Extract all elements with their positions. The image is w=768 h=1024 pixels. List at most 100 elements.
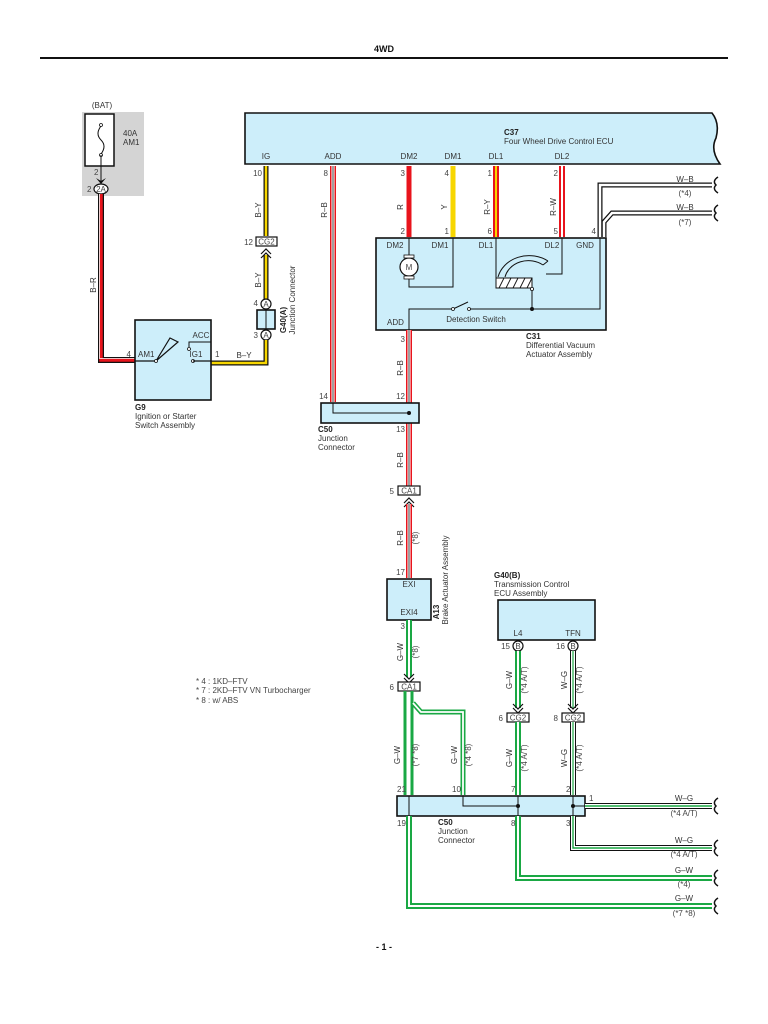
wire-label-out2: W–G	[675, 836, 693, 845]
svg-text:7: 7	[511, 785, 516, 794]
a13-terminal-exi: EXI	[403, 580, 416, 589]
svg-text:Actuator Assembly: Actuator Assembly	[526, 350, 592, 359]
svg-text:B: B	[570, 642, 575, 651]
fuse-pin: 2	[94, 168, 99, 177]
g40b-name: Transmission Control	[494, 580, 570, 589]
footnotes: * 4 : 1KD–FTV * 7 : 2KD–FTV VN Turbochar…	[196, 677, 311, 705]
a13-brake-actuator: EXI EXI4 17 3 A13 Brake Actuator Assembl…	[386, 536, 450, 631]
wire-ca1-c50: G–W (*7 *8) G–W (*4 *8)	[393, 691, 473, 795]
c37-terminal-dl2: DL2	[555, 152, 570, 161]
wire-gnd: 4 W–B (*4) W–B (*7)	[592, 175, 719, 237]
c31-terminal-dl2: DL2	[545, 241, 560, 250]
wire-cg2-g40a: B–Y	[254, 255, 269, 300]
c31-name: Differential Vacuum	[526, 341, 595, 350]
page-title: 4WD	[374, 44, 395, 54]
connector-cg2-l4: CG2 6	[499, 712, 530, 723]
svg-text:3: 3	[254, 331, 259, 340]
wire-ig1: B–Y	[210, 340, 269, 366]
svg-text:(*4 A/T): (*4 A/T)	[520, 744, 529, 771]
svg-text:CA1: CA1	[401, 683, 417, 692]
c31-code: C31	[526, 332, 541, 341]
c50-top-name: Junction	[318, 434, 348, 443]
svg-text:A: A	[263, 300, 269, 309]
wire-label-dm2: R	[396, 204, 405, 210]
wire-label-l4: G–W	[505, 670, 514, 689]
svg-text:2: 2	[554, 169, 559, 178]
wire-label-a13-ca1: G–W	[396, 642, 405, 661]
wire-ig: B–Y	[254, 166, 269, 236]
c37-box	[244, 112, 722, 165]
svg-text:12: 12	[396, 392, 405, 401]
svg-text:4: 4	[592, 227, 597, 236]
svg-text:(*4): (*4)	[678, 880, 691, 889]
wire-dm2: R 2	[396, 166, 412, 237]
connector-cg2-tfn: CG2 8	[554, 712, 585, 723]
wire-label-dm1: Y	[440, 204, 449, 210]
connector-2a-pin: 2	[87, 185, 92, 194]
svg-text:6: 6	[488, 227, 493, 236]
wire-label-tfn: W–G	[560, 671, 569, 689]
svg-text:(*4 A/T): (*4 A/T)	[575, 666, 584, 693]
wire-label-am1: B–R	[89, 277, 98, 293]
wire-ca1-a13: R–B (*8)	[396, 504, 420, 578]
c31-actuator: DM2 DM1 DL1 DL2 GND ADD M Detection Swit…	[375, 237, 607, 359]
wire-label-out3: G–W	[675, 866, 694, 875]
c37-name: Four Wheel Drive Control ECU	[504, 137, 614, 146]
svg-text:CG2: CG2	[565, 714, 582, 723]
svg-text:16: 16	[556, 642, 565, 651]
switch-key-icon	[155, 337, 180, 362]
detection-switch-icon	[452, 301, 469, 310]
wire-label-out4: G–W	[675, 894, 694, 903]
svg-text:Connector: Connector	[318, 443, 355, 452]
wire-label-ca1-c50-10: G–W	[450, 745, 459, 764]
a13-name: Brake Actuator Assembly	[441, 536, 450, 625]
a13-code: A13	[432, 604, 441, 619]
c50-junction-bottom: 21 10 7 2 19 8 3 1 C50 Junction Connecto…	[396, 785, 594, 845]
c31-terminal-dl1: DL1	[479, 241, 494, 250]
wire-label-cg2-c50-2: W–G	[560, 749, 569, 767]
wire-label-cg2-c50-7: G–W	[505, 748, 514, 767]
g40a-junction-connector: A 4 A 3 G40(A) Junction Connector	[254, 265, 297, 341]
svg-text:CG2: CG2	[258, 238, 275, 247]
wire-dl1: R–Y 6	[483, 166, 499, 237]
c31-terminal-dm2: DM2	[387, 241, 404, 250]
g9-ignition-switch: 4 AM1 IG1 1 ACC G9 Ignition or Starter S…	[127, 319, 220, 430]
wire-tfn: W–G (*4 A/T)	[560, 651, 584, 714]
c37-terminal-dl1: DL1	[489, 152, 504, 161]
fuse-icon	[97, 125, 105, 155]
footnote: * 7 : 2KD–FTV VN Turbocharger	[196, 686, 311, 695]
svg-text:6: 6	[390, 683, 395, 692]
c31-terminal-add: ADD	[387, 318, 404, 327]
g40b-transmission-ecu: G40(B) Transmission Control ECU Assembly…	[494, 571, 596, 652]
wire-dm1: Y 1	[440, 166, 456, 237]
c50-bottom-name: Junction	[438, 827, 468, 836]
footnote: * 8 : w/ ABS	[196, 696, 238, 705]
svg-text:19: 19	[397, 819, 406, 828]
c37-code: C37	[504, 128, 519, 137]
svg-text:4: 4	[127, 350, 132, 359]
wire-label-dl1: R–Y	[483, 199, 492, 215]
svg-text:21: 21	[397, 785, 406, 794]
wire-label-c50-ca1: R–B	[396, 452, 405, 468]
connector-ca1-bottom: CA1 6	[390, 681, 421, 692]
svg-text:CA1: CA1	[401, 487, 417, 496]
g9-code: G9	[135, 403, 146, 412]
connector-ca1-top: CA1 5	[390, 485, 421, 508]
svg-text:1: 1	[445, 227, 450, 236]
svg-text:4: 4	[445, 169, 450, 178]
footnote: * 4 : 1KD–FTV	[196, 677, 248, 686]
c50-bottom-code: C50	[438, 818, 453, 827]
fuse-box	[84, 113, 115, 167]
wire-label-ig1: B–Y	[236, 351, 252, 360]
g40b-terminal-tfn: TFN	[565, 629, 581, 638]
c37-terminal-ig: IG	[262, 152, 270, 161]
svg-text:(*4 A/T): (*4 A/T)	[575, 744, 584, 771]
wire-label-add: R–B	[320, 202, 329, 218]
svg-text:2: 2	[566, 785, 571, 794]
wire-label-dl2: R–W	[549, 198, 558, 216]
svg-text:(*4 A/T): (*4 A/T)	[670, 809, 697, 818]
svg-text:14: 14	[319, 392, 328, 401]
svg-text:(*7): (*7)	[679, 218, 692, 227]
c37-terminal-dm1: DM1	[445, 152, 462, 161]
c31-terminal-dm1: DM1	[432, 241, 449, 250]
